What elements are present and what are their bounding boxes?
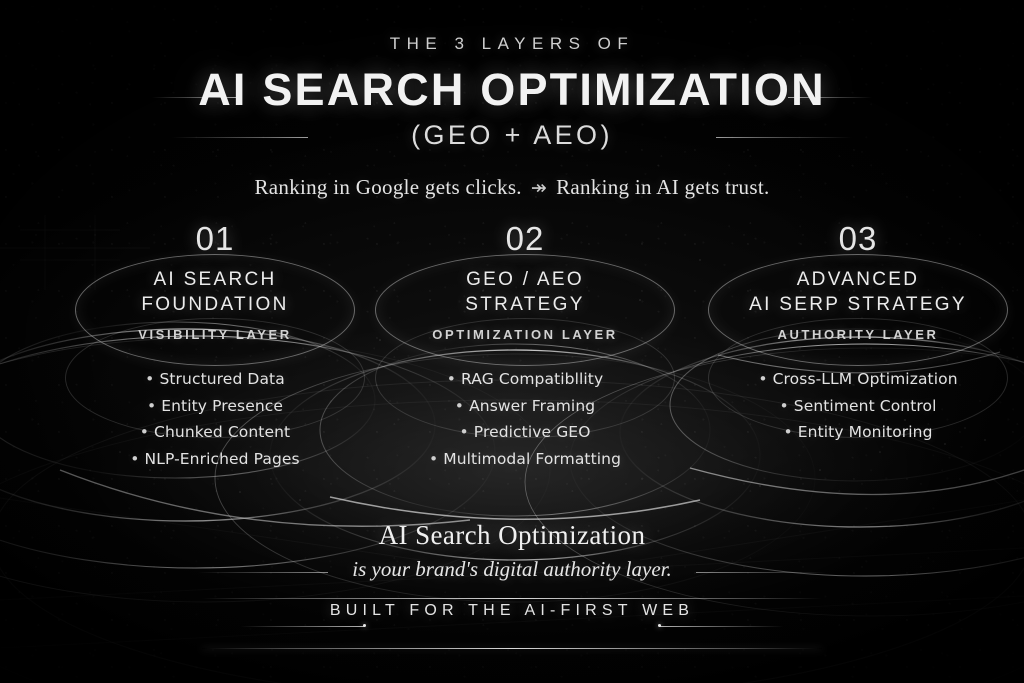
list-item: Cross-LLM Optimization: [693, 366, 1023, 393]
band-side-rule-right: [659, 626, 784, 627]
tagline-left: Ranking in Google gets clicks.: [254, 175, 522, 199]
footer-rule-right: [696, 572, 826, 573]
layer-heading-02: GEO / AEO STRATEGY: [360, 267, 690, 318]
band-side-dot-right: [658, 624, 661, 627]
layer-heading-01-line1: AI SEARCH: [153, 269, 277, 290]
band-rule-bottom: [202, 648, 822, 649]
layer-list-01: Structured Data Entity Presence Chunked …: [50, 366, 380, 473]
footer-statement: AI Search Optimization is your brand's d…: [0, 520, 1024, 582]
layer-card-01: 01 AI SEARCH FOUNDATION VISIBILITY LAYER…: [50, 222, 380, 473]
layer-heading-01: AI SEARCH FOUNDATION: [50, 267, 380, 318]
layer-label-02: OPTIMIZATION LAYER: [432, 326, 618, 342]
list-item: Entity Monitoring: [693, 419, 1023, 446]
list-item: Multimodal Formatting: [360, 446, 690, 473]
band-side-dot-left: [363, 624, 366, 627]
list-item: Entity Presence: [50, 393, 380, 420]
footer-band: BUILT FOR THE AI-FIRST WEB: [0, 602, 1024, 620]
layer-heading-03-line2: AI SERP STRATEGY: [749, 294, 967, 316]
layer-heading-01-line2: FOUNDATION: [141, 294, 289, 316]
page-title: AI SEARCH OPTIMIZATION: [198, 64, 826, 115]
layer-number-01: 01: [195, 220, 235, 257]
layer-card-02: 02 GEO / AEO STRATEGY OPTIMIZATION LAYER…: [360, 222, 690, 473]
arrow-right-icon: ↠: [530, 178, 548, 199]
layer-number-02: 02: [505, 220, 545, 257]
layer-list-03: Cross-LLM Optimization Sentiment Control…: [693, 366, 1023, 446]
layer-heading-03: ADVANCED AI SERP STRATEGY: [693, 267, 1023, 318]
layer-label-03: AUTHORITY LAYER: [777, 326, 939, 342]
layers-row: 01 AI SEARCH FOUNDATION VISIBILITY LAYER…: [0, 222, 1024, 482]
layer-card-03: 03 ADVANCED AI SERP STRATEGY AUTHORITY L…: [693, 222, 1023, 446]
list-item: Predictive GEO: [360, 419, 690, 446]
layer-list-02: RAG Compatibllity Answer Framing Predict…: [360, 366, 690, 473]
list-item: Chunked Content: [50, 419, 380, 446]
layer-heading-03-line1: ADVANCED: [796, 269, 920, 290]
band-rule-top: [202, 598, 822, 599]
list-item: Structured Data: [50, 366, 380, 393]
list-item: NLP-Enriched Pages: [50, 446, 380, 473]
list-item: RAG Compatibllity: [360, 366, 690, 393]
list-item: Answer Framing: [360, 393, 690, 420]
subtitle-paren: (GEO + AEO): [411, 120, 613, 150]
layer-number-03: 03: [838, 220, 878, 257]
footer-title: AI Search Optimization: [378, 520, 646, 550]
layer-heading-02-line1: GEO / AEO: [466, 269, 584, 290]
layer-heading-02-line2: STRATEGY: [465, 294, 585, 316]
band-text: BUILT FOR THE AI-FIRST WEB: [329, 602, 695, 619]
footer-rule-left: [198, 572, 328, 573]
eyebrow-text: THE 3 LAYERS OF: [389, 34, 635, 53]
list-item: Sentiment Control: [693, 393, 1023, 420]
tagline: Ranking in Google gets clicks. ↠ Ranking i…: [0, 175, 1024, 200]
band-side-rule-left: [240, 626, 365, 627]
layer-label-01: VISIBILITY LAYER: [138, 326, 292, 342]
tagline-right: Ranking in AI gets trust.: [556, 175, 770, 199]
footer-subtitle: is your brand's digital authority layer.: [352, 557, 672, 581]
